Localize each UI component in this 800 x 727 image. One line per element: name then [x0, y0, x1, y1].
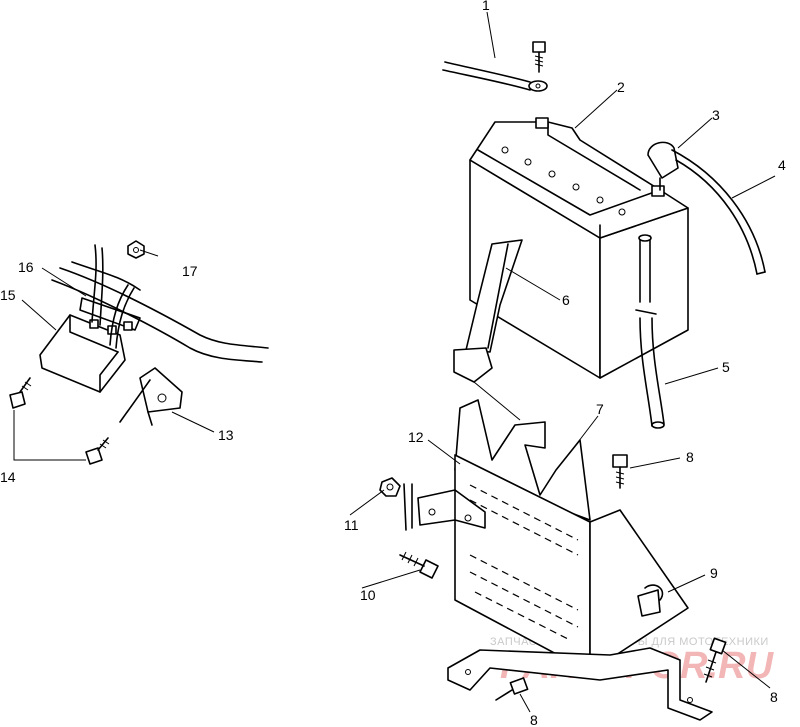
callout-8-upper: 8	[686, 449, 694, 465]
part-10-bolt	[399, 551, 439, 579]
frame-rail	[51, 261, 269, 363]
part-17-nut	[127, 240, 145, 259]
part-13-bracket	[119, 367, 183, 426]
part-14-screw-upper	[9, 377, 32, 409]
part-8-bolt-lower-right	[703, 637, 727, 683]
callout-5: 5	[722, 359, 730, 375]
callout-2: 2	[617, 79, 625, 95]
part-2-battery	[469, 117, 689, 379]
part-15-relay	[39, 314, 126, 393]
callout-16: 16	[18, 259, 34, 275]
mount-plate	[447, 647, 713, 721]
part-14-screw-lower	[85, 437, 110, 465]
callout-15: 15	[0, 287, 16, 303]
part-1-negative-cable	[442, 61, 548, 92]
callout-10: 10	[360, 587, 376, 603]
callout-3: 3	[712, 107, 720, 123]
leader-lines	[13, 11, 776, 713]
callout-11: 11	[344, 517, 359, 533]
callout-8-right: 8	[770, 689, 778, 705]
callout-7: 7	[596, 401, 604, 417]
part-7-battery-box	[454, 399, 689, 673]
part-4-positive-cable	[671, 149, 766, 275]
part-12-bracket	[417, 489, 486, 529]
part-1-bolt	[532, 41, 546, 73]
part-9-clip	[637, 584, 664, 617]
callout-14: 14	[0, 469, 16, 485]
callout-9: 9	[710, 565, 718, 581]
callout-4: 4	[778, 157, 786, 173]
callout-13: 13	[218, 427, 234, 443]
part-3-terminal-boot	[647, 141, 679, 191]
part-5-vent-tube	[635, 234, 665, 429]
callout-6: 6	[562, 292, 570, 308]
part-11-nut	[379, 477, 413, 531]
callout-17: 17	[182, 263, 198, 279]
part-8-bolt-upper	[612, 454, 628, 489]
callout-12: 12	[408, 429, 424, 445]
part-6-hold-down-strap	[453, 239, 523, 383]
callout-1: 1	[482, 0, 490, 13]
callout-8-bottom: 8	[530, 712, 538, 727]
part-8-bolt-lower-left	[495, 677, 529, 701]
